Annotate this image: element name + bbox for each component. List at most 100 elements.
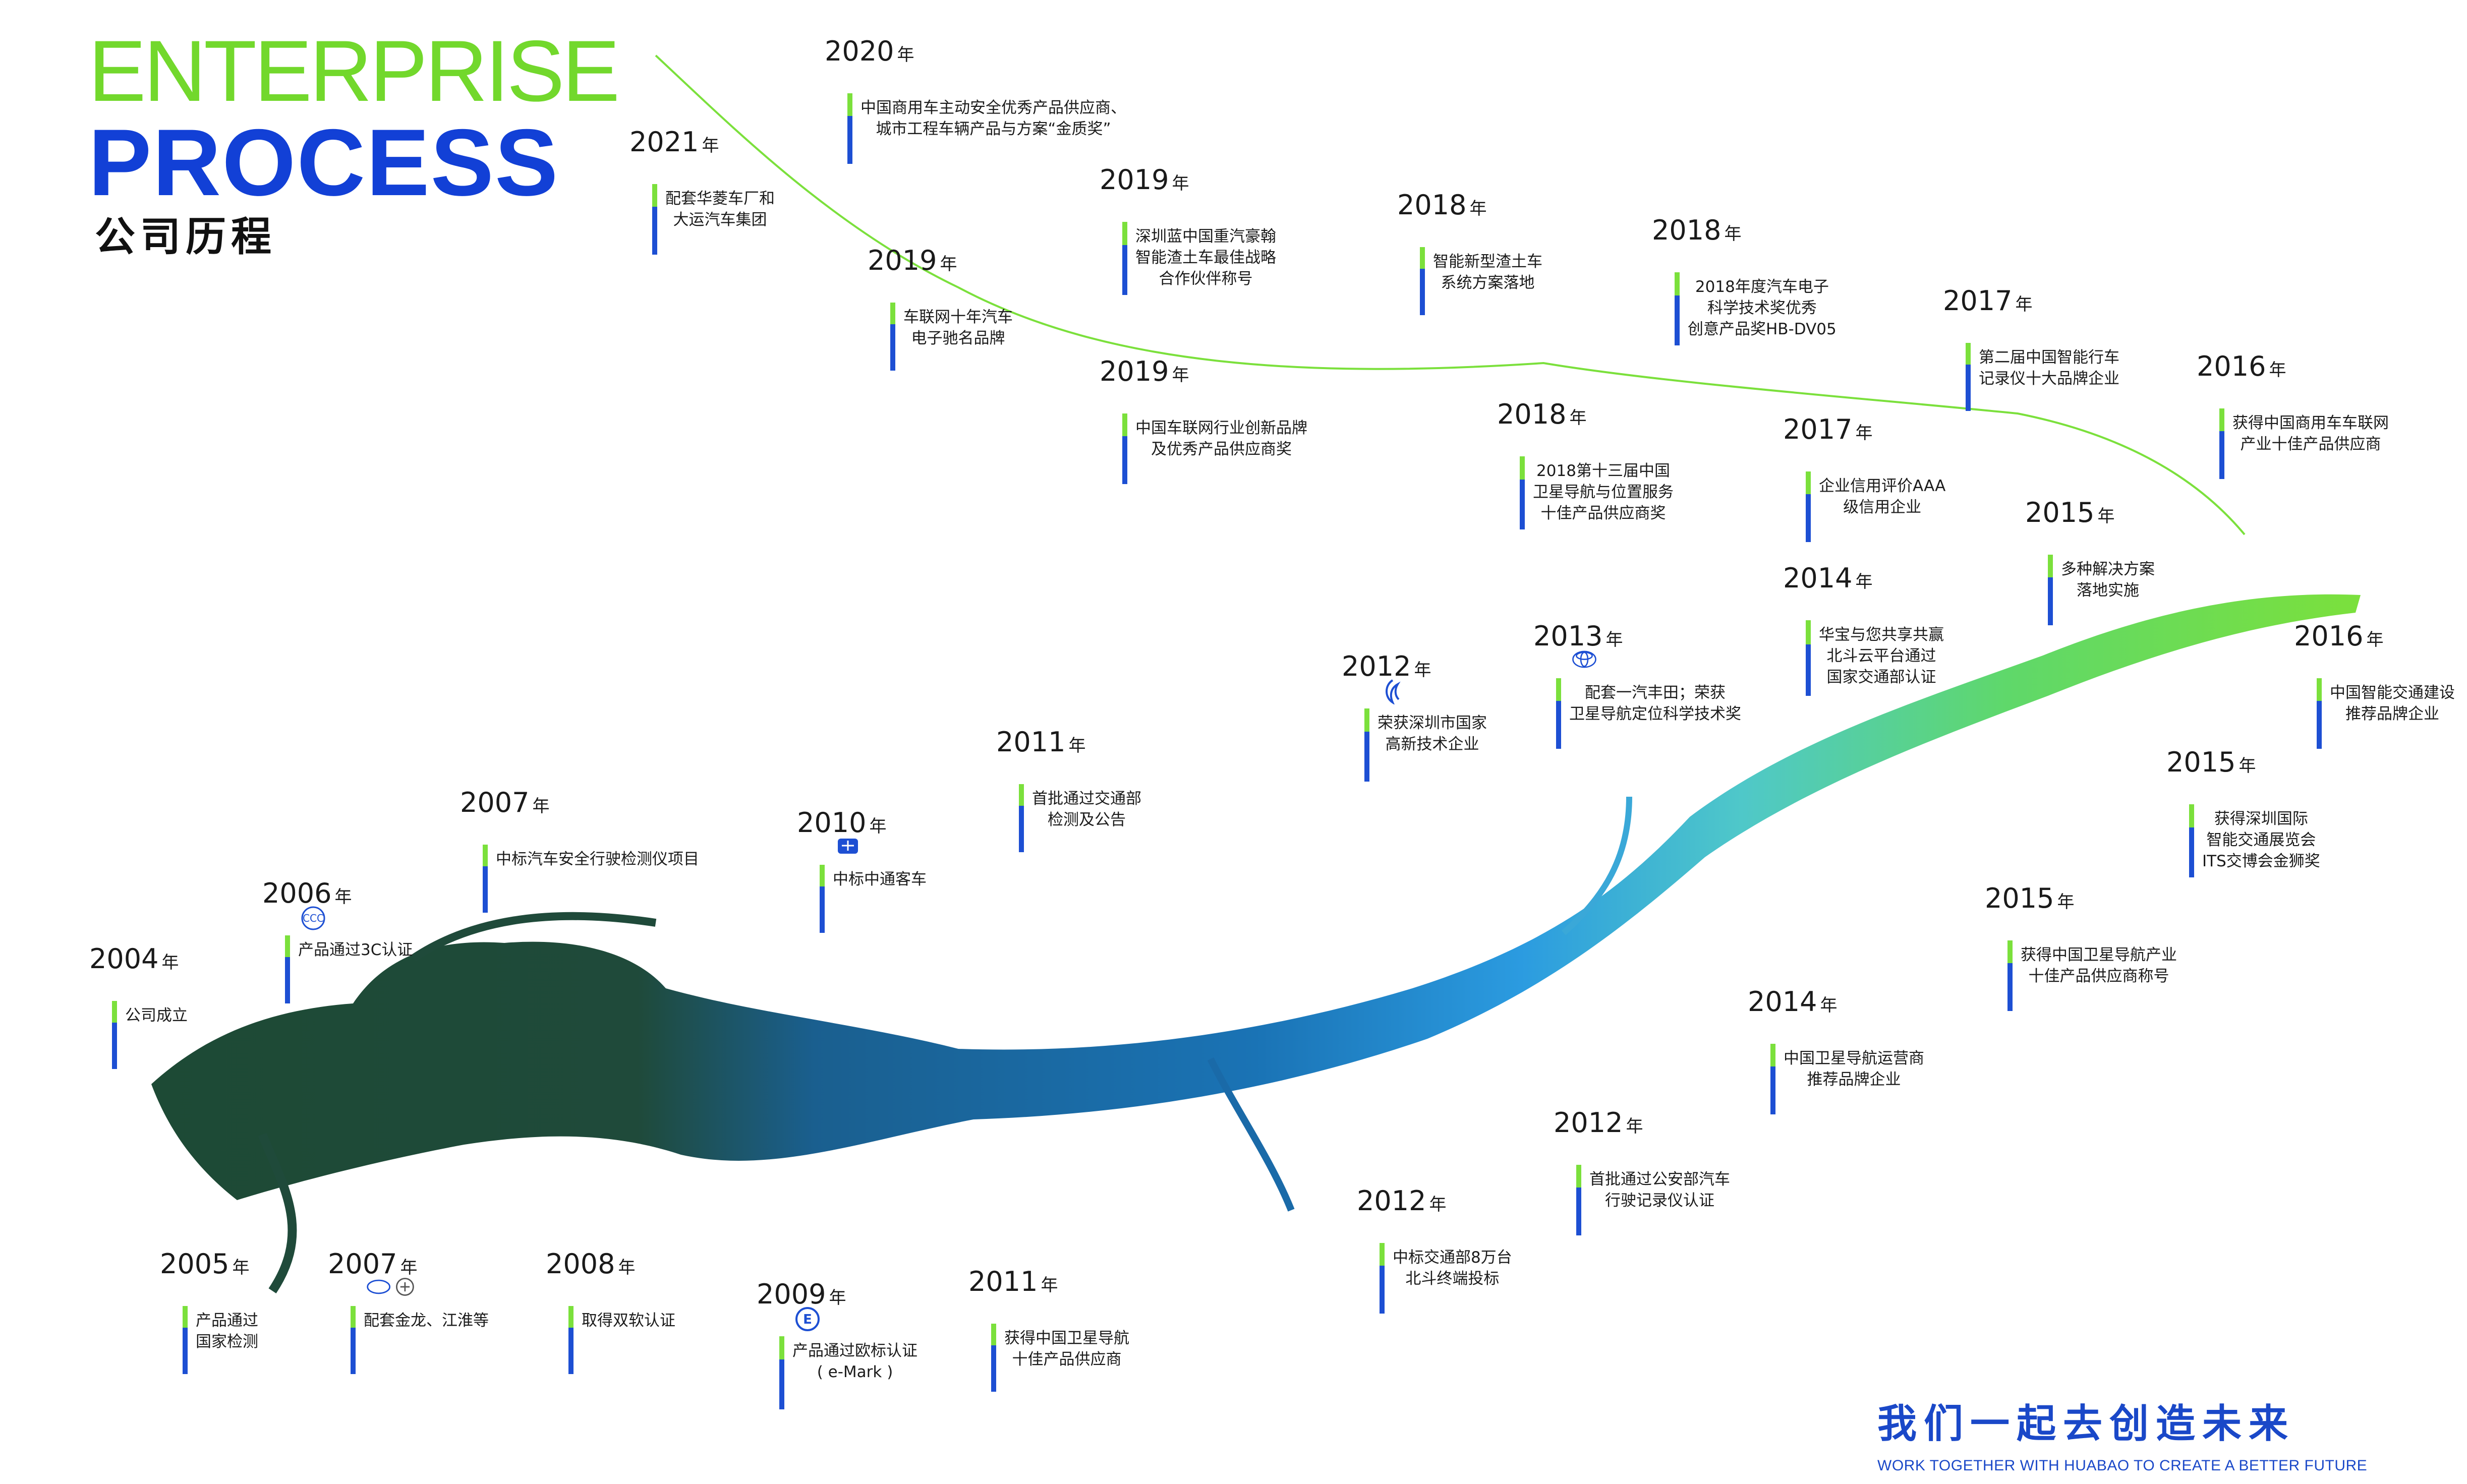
marker-blue-segment [285,957,290,1003]
event-description-line: 公司成立 [125,1006,188,1025]
event-marker-bar [1576,1165,1581,1235]
river-main-body [151,594,2361,1200]
event-description-line: 多种解决方案 [2061,560,2155,578]
event-year-number: 2015 [2166,746,2236,778]
slogan-chinese: 我们一起去创造未来 [1877,1401,2296,1447]
event-description-line: 深圳蓝中国重汽豪翰 [1135,227,1276,246]
event-year-number: 2014 [1783,562,1853,594]
event-description-line: 中标交通部8万台 [1393,1249,1512,1267]
event-description: 华宝与您共享共赢北斗云平台通过国家交通部认证 [1819,624,1944,688]
river-branch-lower [258,1133,297,1293]
marker-blue-segment [1420,269,1425,315]
event-description-line: 中国智能交通建设 [2330,684,2455,702]
event-marker-bar [847,93,852,164]
marker-green-segment [2048,555,2053,577]
event-description-line: 合作伙伴称号 [1159,270,1253,288]
event-year-suffix: 年 [869,816,887,837]
event-description-line: 获得中国商用车车联网 [2232,414,2389,432]
marker-blue-segment [652,206,657,255]
title-company-history: 公司历程 [95,213,276,260]
slogan-english: WORK TOGETHER WITH HUABAO TO CREATE A BE… [1877,1457,2368,1474]
event-year-suffix: 年 [1569,408,1587,428]
marker-blue-segment [2189,827,2194,877]
event-year-number: 2011 [968,1266,1038,1297]
event-year-number: 2014 [1748,986,1817,1018]
event-year-number: 2009 [757,1278,826,1310]
marker-green-segment [1380,1243,1385,1266]
marker-blue-segment [2317,700,2322,749]
event-description: 首批通过公安部汽车行驶记录仪认证 [1589,1169,1730,1211]
event-year-number: 2011 [996,726,1066,758]
event-description: 深圳蓝中国重汽豪翰智能渣土车最佳战略合作伙伴称号 [1135,226,1276,289]
marker-green-segment [1966,343,1971,365]
event-description-line: 行驶记录仪认证 [1605,1192,1714,1210]
marker-blue-segment [779,1359,784,1409]
marker-blue-segment [2219,431,2224,479]
event-description-line: 中国卫星导航运营商 [1784,1049,1924,1067]
event-description: 产品通过欧标认证( e-Mark ) [792,1340,917,1383]
event-year-number: 2017 [1943,285,2013,317]
event-description: 车联网十年汽车电子驰名品牌 [903,307,1013,349]
event-description-line: 检测及公告 [1048,811,1126,829]
event-year-number: 2018 [1652,214,1722,246]
event-marker-bar [1966,343,1971,411]
event-description-line: 系统方案落地 [1441,274,1535,292]
event-marker-bar [1520,456,1525,529]
event-year-number: 2019 [1100,164,1169,196]
marker-blue-segment [890,324,895,371]
event-year-suffix: 年 [1068,736,1086,756]
marker-green-segment [1019,784,1024,806]
event-description: 中标汽车安全行驶检测仪项目 [496,849,699,870]
event-marker-bar [890,303,895,371]
event-description-line: 获得深圳国际 [2214,810,2308,828]
marker-green-segment [991,1324,996,1346]
marker-green-segment [1675,272,1680,296]
event-year-suffix: 年 [2097,506,2115,526]
event-description: 产品通过国家检测 [196,1310,258,1352]
event-description-line: 卫星导航定位科学技术奖 [1569,705,1741,723]
event-year-number: 2006 [262,877,332,909]
river-branch-upper [411,912,657,962]
event-marker-bar [2317,678,2322,749]
ccc-logo-icon: CCC [300,905,326,931]
event-marker-bar [285,935,290,1003]
event-description-line: 推荐品牌企业 [1807,1071,1901,1089]
event-marker-bar [652,184,657,255]
event-description-line: 配套一汽丰田；荣获 [1585,684,1726,702]
event-description: 配套金龙、江淮等 [364,1310,489,1331]
event-year-number: 2013 [1533,620,1603,652]
event-year-suffix: 年 [897,45,914,65]
event-year-suffix: 年 [1605,630,1623,650]
marker-green-segment [285,935,290,958]
event-year-suffix: 年 [161,953,179,973]
event-year-suffix: 年 [1414,660,1431,680]
marker-blue-segment [1966,365,1971,411]
event-description-line: 大运汽车集团 [673,211,767,229]
event-marker-bar [1556,678,1561,749]
event-description-line: 产品通过 [196,1312,258,1330]
event-year-number: 2007 [328,1248,397,1280]
event-description: 首批通过交通部检测及公告 [1032,788,1141,830]
event-year-suffix: 年 [702,136,719,156]
event-description-line: 智能交通展览会 [2206,831,2316,849]
event-marker-bar [1122,413,1127,484]
marker-green-segment [1364,708,1369,732]
event-marker-bar [183,1306,188,1374]
green-trail-line [655,54,2246,536]
event-description-line: 配套华菱车厂和 [665,190,775,208]
event-description-line: 产业十佳产品供应商 [2240,435,2381,453]
event-year-number: 2012 [1342,650,1411,682]
hightech-logo-icon [1380,678,1406,705]
event-year-number: 2008 [546,1248,615,1280]
